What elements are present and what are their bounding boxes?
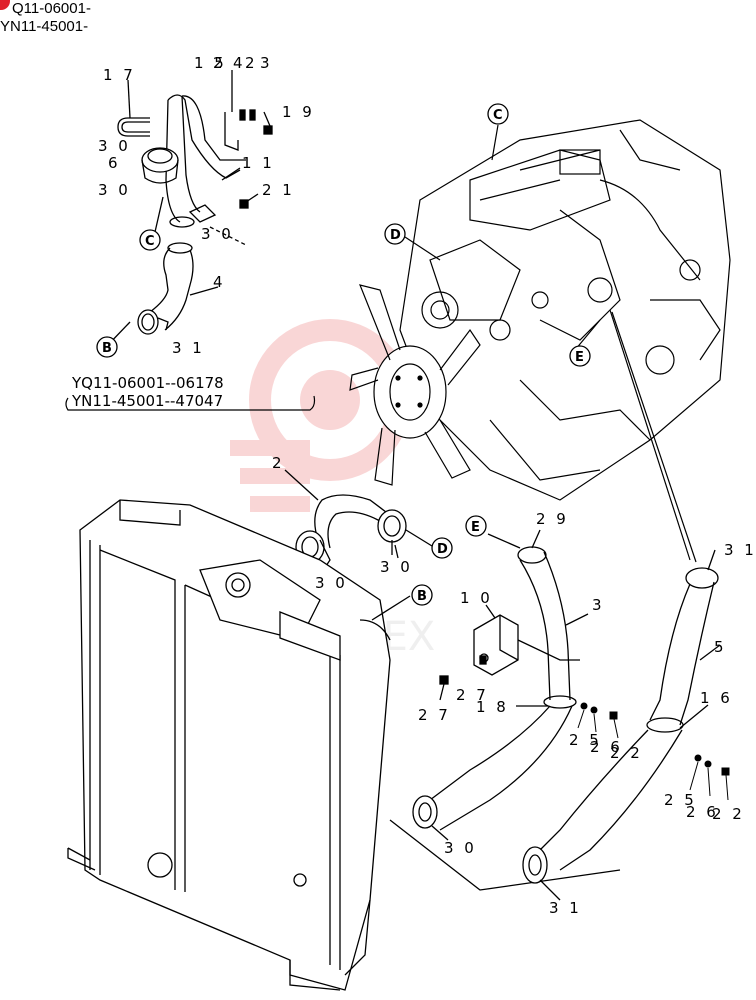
part-4-upper: 4 bbox=[233, 54, 246, 72]
svg-text:B: B bbox=[102, 341, 112, 356]
callout-c-hose: C bbox=[139, 229, 161, 251]
part-17: 1 7 bbox=[103, 66, 136, 84]
part-2-upper-b: 2 bbox=[245, 54, 258, 72]
radiator bbox=[67, 499, 621, 991]
bracket-10 bbox=[439, 604, 580, 701]
part-5: 5 bbox=[714, 638, 727, 656]
part-21: 2 1 bbox=[262, 181, 295, 199]
part-30-b: 3 0 bbox=[98, 181, 131, 199]
part-30-a: 3 0 bbox=[98, 137, 131, 155]
callout-labels: C D E C B D E B bbox=[96, 103, 591, 606]
part-30-e: 3 0 bbox=[380, 558, 413, 576]
svg-text:D: D bbox=[437, 542, 448, 557]
part-29: 2 9 bbox=[536, 510, 569, 528]
part-3: 3 bbox=[592, 596, 605, 614]
svg-text:C: C bbox=[493, 108, 503, 123]
svg-text:B: B bbox=[417, 589, 427, 604]
part-30-d: 3 0 bbox=[315, 574, 348, 592]
callout-e-engine: E bbox=[569, 345, 591, 367]
lower-hose-3 bbox=[412, 529, 589, 841]
part-3-upper: 3 bbox=[260, 54, 273, 72]
red-marker-icon bbox=[0, 0, 10, 10]
part-number-labels: 1 7 1 5 2 4 2 3 1 9 3 0 6 1 1 3 0 2 1 3 … bbox=[98, 54, 756, 917]
part-22-a: 2 2 bbox=[610, 744, 643, 762]
serial-note: YQ11-06001--06178 YN11-45001--47047 bbox=[65, 374, 316, 411]
part-30-c: 3 0 bbox=[201, 225, 234, 243]
upper-hose-assembly bbox=[105, 70, 273, 348]
serial-note-line-1: YQ11-06001--06178 bbox=[71, 374, 224, 392]
part-30-f: 3 0 bbox=[444, 839, 477, 857]
cooling-fan bbox=[349, 284, 481, 486]
model-range-line-1: Q11-06001- bbox=[0, 0, 91, 18]
callout-c-engine: C bbox=[487, 103, 509, 125]
lower-hose-5 bbox=[522, 549, 721, 901]
part-31-b: 3 1 bbox=[724, 541, 756, 559]
part-25-b: 2 5 bbox=[664, 791, 697, 809]
fasteners bbox=[577, 702, 730, 801]
part-27-a: 2 7 bbox=[456, 686, 489, 704]
svg-text:D: D bbox=[390, 228, 401, 243]
callout-b-hose: B bbox=[96, 336, 118, 358]
svg-text:E: E bbox=[471, 520, 480, 535]
part-25-a: 2 5 bbox=[569, 731, 602, 749]
part-22-b: 2 2 bbox=[712, 805, 745, 823]
part-16: 1 6 bbox=[700, 689, 733, 707]
model-range-line-2: YN11-45001- bbox=[0, 18, 89, 35]
part-31-a: 3 1 bbox=[172, 339, 205, 357]
svg-text:E: E bbox=[575, 350, 584, 365]
callout-d-engine: D bbox=[384, 223, 406, 245]
callout-e-lower-hose: E bbox=[465, 515, 487, 537]
serial-note-line-2: YN11-45001--47047 bbox=[71, 392, 223, 410]
part-6: 6 bbox=[108, 154, 121, 172]
engine-assembly bbox=[349, 119, 731, 563]
callout-b-radiator: B bbox=[411, 584, 433, 606]
part-2: 2 bbox=[272, 454, 285, 472]
part-27-b: 2 7 bbox=[418, 706, 451, 724]
part-26-a: 2 6 bbox=[590, 738, 623, 756]
callout-d-radiator-hose: D bbox=[431, 537, 453, 559]
part-11: 1 1 bbox=[242, 154, 275, 172]
part-15: 1 5 bbox=[194, 54, 227, 72]
part-4: 4 bbox=[213, 273, 226, 291]
part-10: 1 0 bbox=[460, 589, 493, 607]
part-18: 1 8 bbox=[476, 698, 509, 716]
part-19: 1 9 bbox=[282, 103, 315, 121]
part-31-c: 3 1 bbox=[549, 899, 582, 917]
svg-text:C: C bbox=[145, 234, 155, 249]
part-26-b: 2 6 bbox=[686, 803, 719, 821]
part-2-upper: 2 bbox=[213, 54, 226, 72]
